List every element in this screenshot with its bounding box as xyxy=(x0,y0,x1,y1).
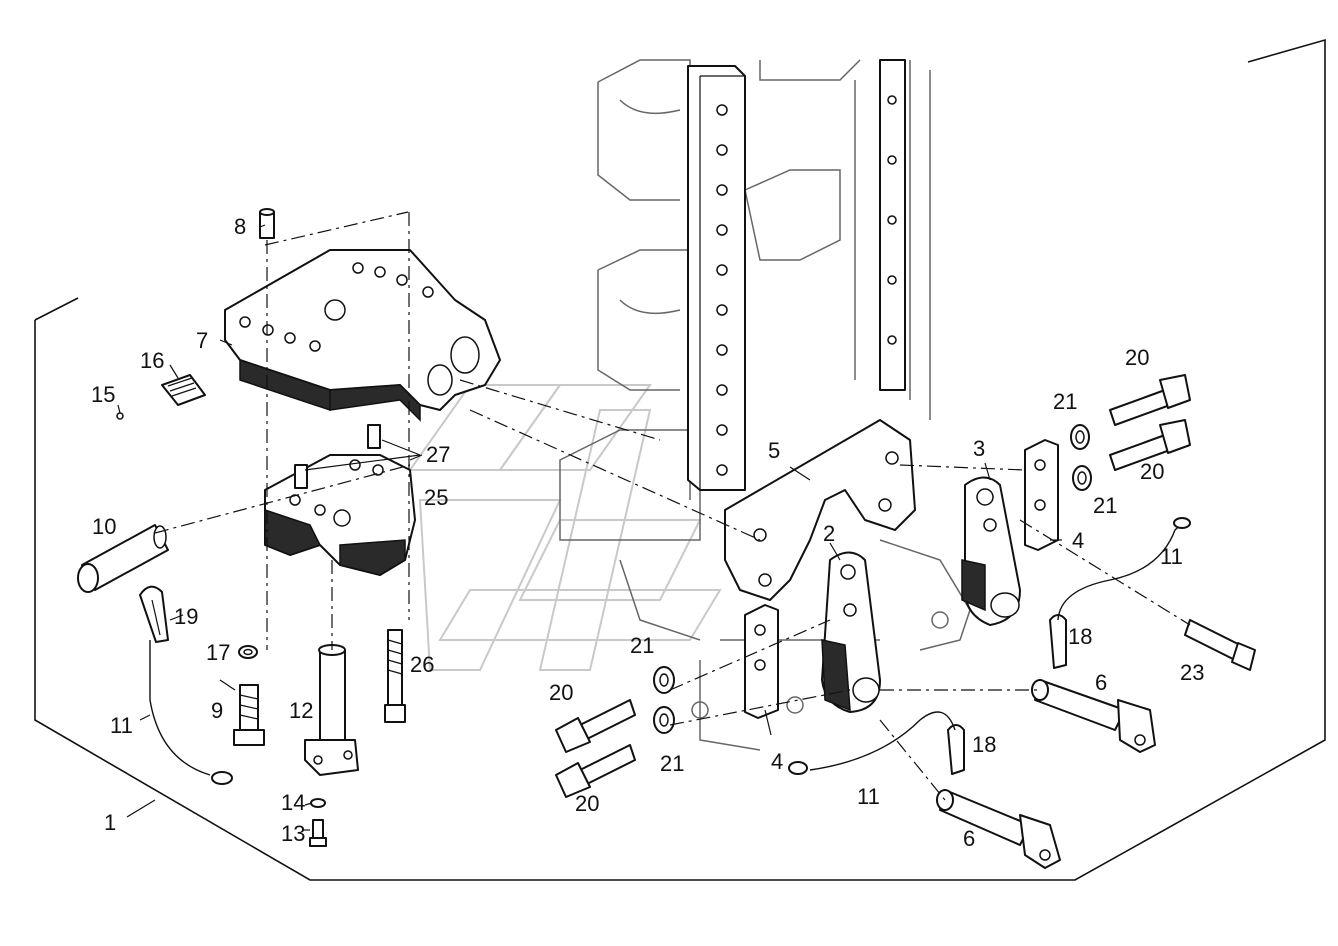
part-21-washer-upper-a xyxy=(1070,424,1090,450)
callout-16: 16 xyxy=(140,348,164,373)
part-21-washer-lower-b xyxy=(653,706,675,734)
callout-14: 14 xyxy=(281,790,305,815)
part-10-main-pin xyxy=(77,524,169,593)
part-2-lower-link xyxy=(821,551,881,713)
part-21-washer-upper-b xyxy=(1072,465,1092,491)
callout-21: 21 xyxy=(630,633,654,658)
part-15-screw xyxy=(116,412,124,420)
callout-17: 17 xyxy=(206,640,230,665)
part-6-pin-lower xyxy=(936,789,1061,869)
callout-19: 19 xyxy=(174,604,198,629)
assembly-frame xyxy=(34,38,1326,881)
part-25-lower-bracket xyxy=(264,454,416,576)
part-16-plate xyxy=(161,374,206,406)
part-20-bolt-lower-a xyxy=(555,699,636,753)
callout-13: 13 xyxy=(281,821,305,846)
part-23-bolt xyxy=(1184,619,1256,671)
callout-9: 9 xyxy=(211,698,223,723)
callout-10: 10 xyxy=(92,514,116,539)
part-26-long-bolt xyxy=(384,629,406,723)
callout-1: 1 xyxy=(104,810,116,835)
callout-6: 6 xyxy=(1095,670,1107,695)
callout-20: 20 xyxy=(549,680,573,705)
part-9-bolt xyxy=(233,684,265,746)
callout-5: 5 xyxy=(768,438,780,463)
part-8-pin xyxy=(259,208,275,239)
part-11-cable-upper-right xyxy=(1057,517,1191,621)
part-11-cable-left xyxy=(149,640,233,785)
part-19-linch-pin xyxy=(139,585,169,643)
callout-labels: 1 2 3 4 4 5 6 6 7 8 9 10 11 11 11 12 13 … xyxy=(91,214,1204,851)
callout-11: 11 xyxy=(110,713,133,738)
callout-11: 11 xyxy=(1160,544,1183,569)
watermark-logo xyxy=(408,384,722,671)
callout-20: 20 xyxy=(1140,459,1164,484)
callout-12: 12 xyxy=(289,698,313,723)
part-20-bolt-lower-b xyxy=(555,744,636,798)
callout-27: 27 xyxy=(426,442,450,467)
part-14-washer xyxy=(310,798,326,808)
part-4-spacer-upper xyxy=(1024,439,1059,551)
part-13-screw xyxy=(309,819,327,847)
callout-2: 2 xyxy=(823,521,835,546)
callout-11: 11 xyxy=(857,784,880,809)
callout-15: 15 xyxy=(91,382,115,407)
part-20-bolt-upper-b xyxy=(1109,419,1191,471)
callout-20: 20 xyxy=(1125,345,1149,370)
part-11-cable-lower-right xyxy=(788,711,956,775)
callout-20: 20 xyxy=(575,791,599,816)
callout-21: 21 xyxy=(1053,389,1077,414)
part-18-linch-pin-lower xyxy=(947,724,965,775)
part-27-dowels xyxy=(294,424,381,489)
callout-3: 3 xyxy=(973,436,985,461)
part-5-large-bracket xyxy=(724,419,916,601)
part-7-upper-bracket xyxy=(224,249,501,422)
callout-18: 18 xyxy=(972,732,996,757)
part-20-bolt-upper-a xyxy=(1109,374,1191,426)
part-3-upper-link xyxy=(961,476,1021,626)
callout-4: 4 xyxy=(1072,528,1084,553)
callout-8: 8 xyxy=(234,214,246,239)
rail-bar xyxy=(687,65,746,491)
callout-4: 4 xyxy=(771,749,783,774)
callout-25: 25 xyxy=(424,485,448,510)
callout-7: 7 xyxy=(196,328,208,353)
callout-18: 18 xyxy=(1068,624,1092,649)
part-6-pin-upper xyxy=(1031,679,1156,753)
part-17-washer xyxy=(238,645,258,659)
part-4-spacer-lower xyxy=(744,604,779,719)
callout-21: 21 xyxy=(1093,493,1117,518)
leader-lines xyxy=(117,224,1062,831)
callout-26: 26 xyxy=(410,652,434,677)
callout-21: 21 xyxy=(660,751,684,776)
rail-bar-right xyxy=(879,59,906,391)
callout-23: 23 xyxy=(1180,660,1204,685)
callout-6: 6 xyxy=(963,826,975,851)
assembly-axis-lines xyxy=(154,211,1191,801)
part-21-washer-lower-a xyxy=(653,666,675,694)
part-18-linch-pin-upper xyxy=(1049,614,1067,669)
